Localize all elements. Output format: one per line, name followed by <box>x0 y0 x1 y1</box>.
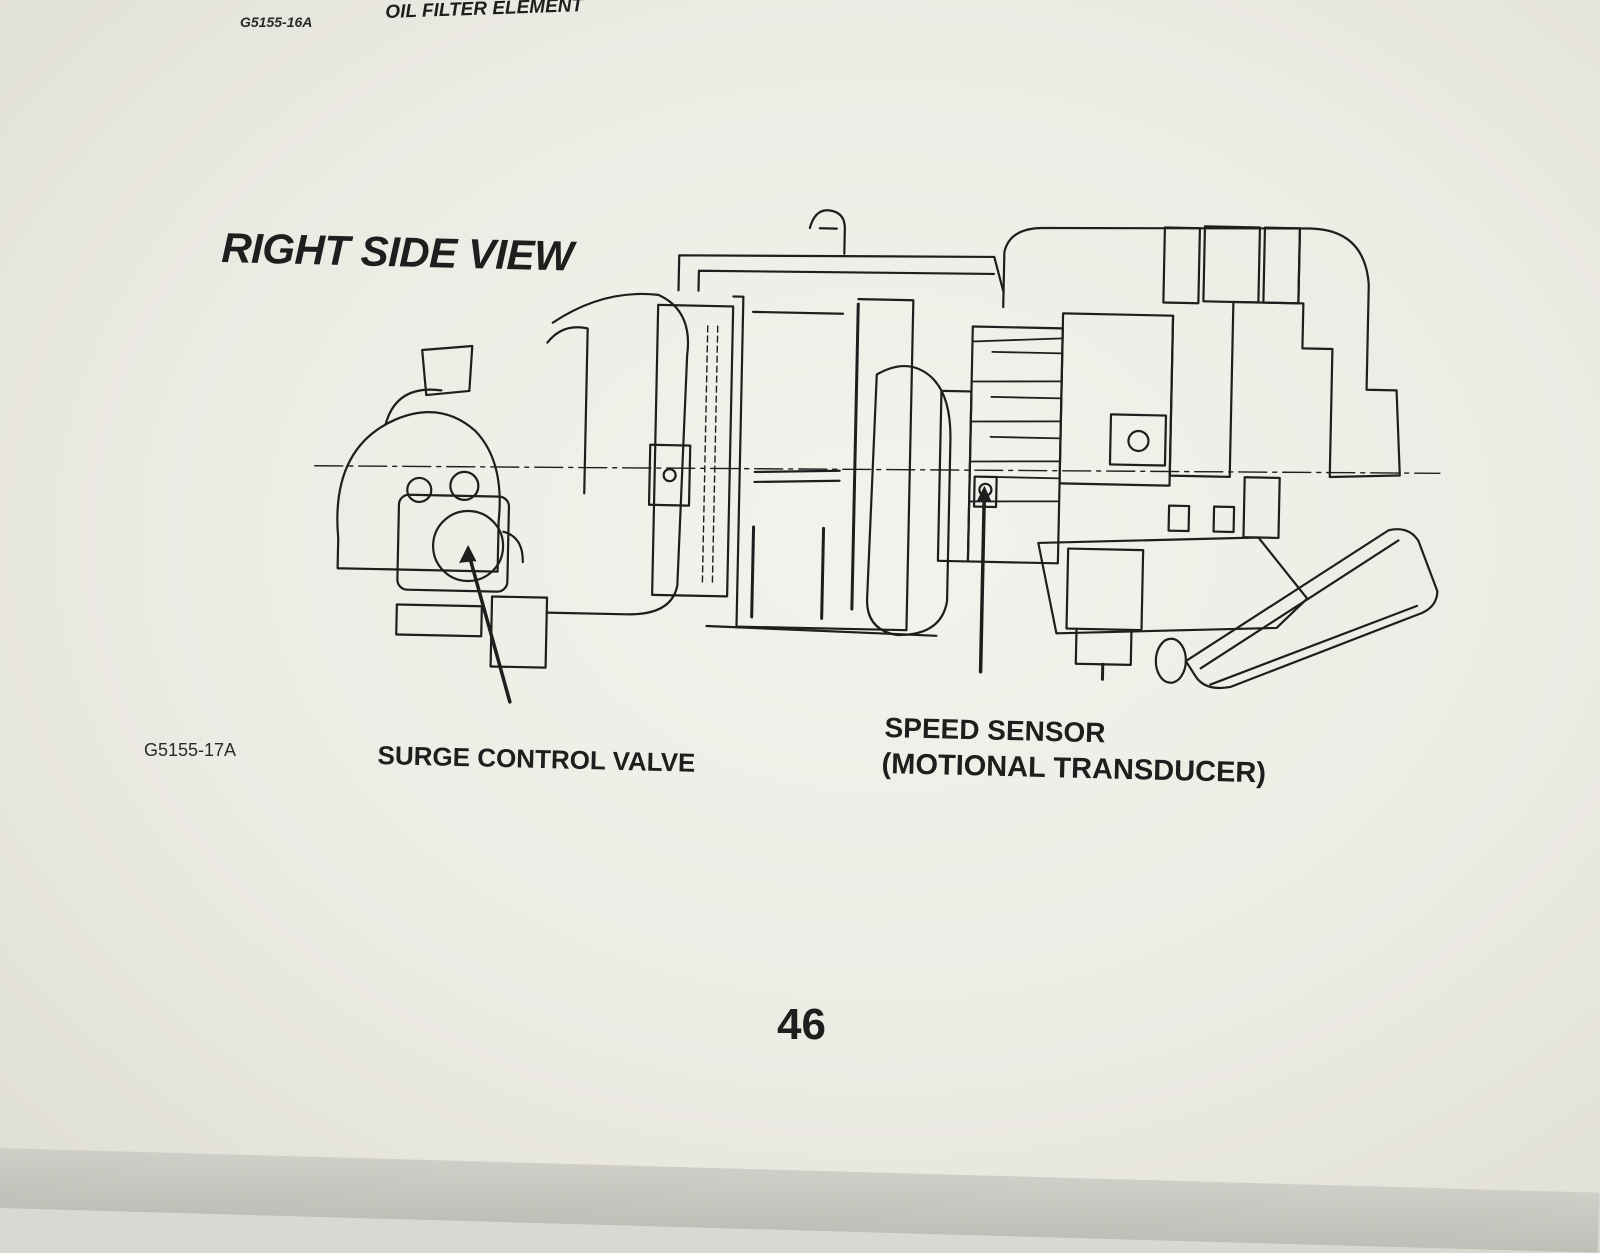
speed-sensor-callout-line <box>981 492 985 672</box>
page-number: 46 <box>777 1000 826 1050</box>
left-inlet-flange <box>421 345 472 396</box>
centerline <box>315 450 1440 490</box>
radiator-left-core <box>652 305 733 597</box>
angled-cooler <box>1185 525 1438 693</box>
valve-cover <box>1060 313 1174 485</box>
previous-figure-code: G5155-16A <box>240 14 312 30</box>
oil-filter <box>1067 549 1144 631</box>
center-frame <box>726 296 913 630</box>
left-tank-outline <box>547 292 689 615</box>
engine-line-drawing <box>300 200 1500 720</box>
figure-code: G5155-17A <box>144 740 236 761</box>
top-valve <box>809 210 845 254</box>
speed-sensor-label: SPEED SENSOR <box>884 712 1106 749</box>
